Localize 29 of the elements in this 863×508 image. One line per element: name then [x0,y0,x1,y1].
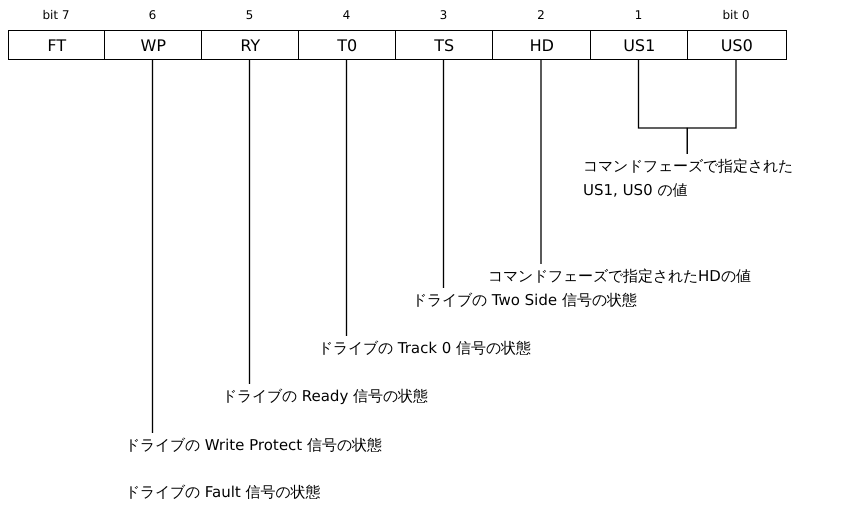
register-bit-cell: WP [104,30,202,60]
register-bit-cell: US1 [590,30,688,60]
leader-line [248,60,250,384]
leader-line [540,60,542,264]
bit-number: 5 [244,8,254,22]
description-text: ドライブの Track 0 信号の状態 [318,336,532,360]
description-text: ドライブの Ready 信号の状態 [222,384,428,408]
bit-number: 4 [342,8,352,22]
register-bit-cell: T0 [298,30,396,60]
register-bit-cell: FT [8,30,106,60]
register-bit-cell: HD [492,30,592,60]
register-bit-cell: TS [395,30,494,60]
bit-number: bit 0 [721,8,751,22]
description-text: ドライブの Two Side 信号の状態 [412,288,637,312]
bit-number: 1 [634,8,644,22]
leader-line [686,60,737,154]
leader-line [346,60,348,336]
description-text: ドライブの Fault 信号の状態 [125,482,321,503]
description-text: コマンドフェーズで指定されたUS1, US0 の値 [583,154,809,202]
register-bit-cell: RY [201,30,300,60]
bit-number: bit 7 [41,8,71,22]
leader-line [152,60,154,433]
register-bit-cell: US0 [687,30,786,60]
description-text: ドライブの Write Protect 信号の状態 [125,433,382,457]
bit-number: 3 [438,8,448,22]
bit-number: 6 [148,8,158,22]
description-text: コマンドフェーズで指定されたHDの値 [488,264,751,288]
leader-line [442,60,444,288]
bit-number: 2 [536,8,546,22]
